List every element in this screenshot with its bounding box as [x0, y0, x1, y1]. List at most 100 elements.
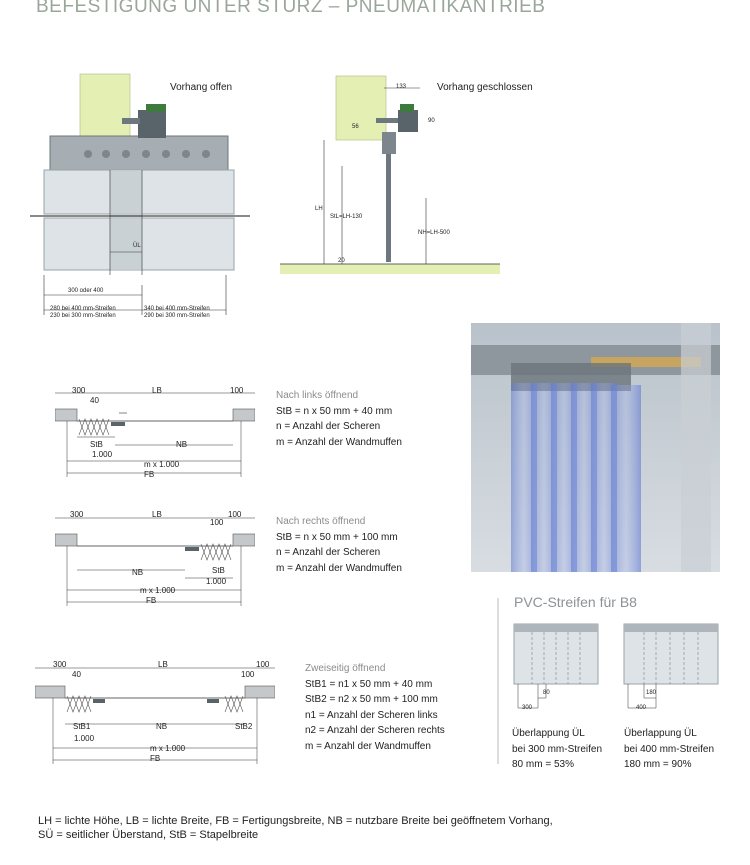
plan3-stb2: StB2 [235, 722, 253, 731]
valve [400, 104, 414, 112]
overlap-strip [110, 170, 142, 270]
pvc-400-width: 400 [636, 705, 647, 711]
photo-cylinder [591, 357, 701, 367]
pvc-300-width: 300 [522, 705, 533, 711]
carriage-rail [49, 135, 229, 173]
dim-20: 20 [338, 258, 345, 264]
page-title: BEFESTIGUNG UNTER STURZ – PNEUMATIKANTRI… [36, 0, 546, 17]
pvc-400-cap2: bei 400 mm-Streifen [624, 743, 715, 755]
actuator [398, 110, 418, 132]
dim-133: 133 [396, 84, 407, 90]
plan2-300: 300 [70, 510, 84, 519]
plan3-40: 40 [72, 670, 81, 679]
plan3-300: 300 [53, 660, 67, 669]
rollers [84, 150, 210, 158]
notes-left-line: m = Anzahl der Wandmuffen [276, 436, 402, 448]
legend-line-2: SÜ = seitlicher Überstand, StB = Stapelb… [38, 829, 259, 841]
notes-both: Zweiseitig öffnend StB1 = n1 x 50 mm + 4… [305, 661, 445, 754]
plan2-100: 100 [228, 510, 242, 519]
notes-right-line: n = Anzahl der Scheren [276, 547, 381, 558]
notes-left-line: n = Anzahl der Scheren [276, 421, 381, 432]
plan2-mx1000: m x 1.000 [140, 586, 176, 595]
actuator [138, 110, 166, 138]
dim-nh: NH=LH-500 [418, 230, 450, 236]
pvc-title: PVC-Streifen für B8 [514, 594, 637, 610]
lintel-wall [335, 75, 387, 141]
plan2-nb: NB [132, 568, 144, 577]
notes-right-heading: Nach rechts öffnend [276, 516, 366, 527]
curtain-photo [471, 323, 720, 572]
dim-right-1: 340 bei 400 mm-Streifen [144, 306, 210, 312]
pvc-400-diagram [623, 623, 719, 709]
curtain-strip [386, 154, 391, 262]
notes-both-line: StB1 = n1 x 50 mm + 40 mm [305, 678, 433, 690]
lintel-wall [79, 73, 131, 137]
valve [146, 104, 166, 112]
plan2-100b: 100 [210, 518, 224, 527]
dim-300-or-400: 300 oder 400 [68, 288, 104, 294]
plan1-1000: 1.000 [92, 450, 113, 459]
dim-lh: LH [315, 206, 323, 212]
pvc-300-diagram [513, 623, 599, 709]
plan3-stb1: StB1 [73, 722, 91, 731]
dim-56: 56 [352, 124, 359, 130]
notes-left: Nach links öffnend StB = n x 50 mm + 40 … [276, 388, 402, 450]
plan1-mx1000: m x 1.000 [144, 460, 180, 469]
diagram-curtain-closed [280, 75, 500, 274]
plan1-100: 100 [230, 386, 244, 395]
photo-strips [511, 383, 641, 572]
plan2-fb: FB [146, 596, 157, 605]
notes-right: Nach rechts öffnend StB = n x 50 mm + 10… [276, 514, 402, 576]
pvc-300-cap2: bei 300 mm-Streifen [512, 743, 603, 755]
plan2-stb: StB [212, 566, 225, 575]
ul-label: ÜL [133, 243, 141, 249]
plan1-lb: LB [152, 386, 162, 395]
plan3-nb: NB [156, 722, 168, 731]
pvc-300-cap1: Überlappung ÜL [512, 728, 585, 739]
dim-left-2: 230 bei 300 mm-Streifen [50, 313, 116, 319]
dim-right-2: 290 bei 300 mm-Streifen [144, 313, 210, 319]
pvc-300-cap3: 80 mm = 53% [512, 759, 574, 770]
floor [280, 264, 500, 274]
plan1-nb: NB [176, 440, 188, 449]
notes-right-line: m = Anzahl der Wandmuffen [276, 562, 402, 574]
pvc-300-caption: Überlappung ÜL bei 300 mm-Streifen 80 mm… [512, 726, 602, 773]
plan3-mx1000: m x 1.000 [150, 744, 186, 753]
notes-left-line: StB = n x 50 mm + 40 mm [276, 405, 393, 417]
plan1-fb: FB [144, 470, 155, 479]
plan2-1000: 1.000 [206, 577, 227, 586]
pvc-300-overlap: 80 [543, 690, 550, 696]
notes-both-line: m = Anzahl der Wandmuffen [305, 740, 431, 752]
legend-line-1: LH = lichte Höhe, LB = lichte Breite, FB… [38, 815, 553, 827]
diagram-curtain-open [30, 73, 250, 315]
caption-closed: Vorhang geschlossen [437, 82, 533, 93]
notes-both-line: n1 = Anzahl der Scheren links [305, 709, 438, 721]
legend-footer: LH = lichte Höhe, LB = lichte Breite, FB… [38, 814, 553, 842]
notes-both-line: n2 = Anzahl der Scheren rechts [305, 725, 445, 736]
pvc-divider [497, 598, 499, 764]
plan-open-both [35, 667, 275, 764]
plan3-lb: LB [158, 660, 168, 669]
caption-open: Vorhang offen [170, 82, 233, 93]
notes-both-line: StB2 = n2 x 50 mm + 100 mm [305, 694, 438, 705]
plan3-100: 100 [256, 660, 270, 669]
plan-open-right [55, 517, 255, 606]
plan-open-left [55, 392, 255, 477]
plan3-fb: FB [150, 754, 161, 763]
dim-90: 90 [428, 118, 435, 124]
pvc-400-overlap: 180 [646, 690, 657, 696]
plan3-1000: 1.000 [74, 734, 95, 743]
dim-stl: StL=LH-130 [330, 214, 363, 220]
pvc-400-cap3: 180 mm = 90% [624, 759, 692, 770]
dim-left-1: 280 bei 400 mm-Streifen [50, 306, 116, 312]
plan1-300: 300 [72, 386, 86, 395]
notes-right-line: StB = n x 50 mm + 100 mm [276, 531, 398, 543]
notes-left-heading: Nach links öffnend [276, 390, 359, 401]
pvc-400-cap1: Überlappung ÜL [624, 728, 697, 739]
plan1-stb: StB [90, 440, 103, 449]
plan1-40: 40 [90, 396, 99, 405]
plan3-100b: 100 [241, 670, 255, 679]
pvc-400-caption: Überlappung ÜL bei 400 mm-Streifen 180 m… [624, 726, 714, 773]
notes-both-heading: Zweiseitig öffnend [305, 663, 386, 674]
plan2-lb: LB [152, 510, 162, 519]
